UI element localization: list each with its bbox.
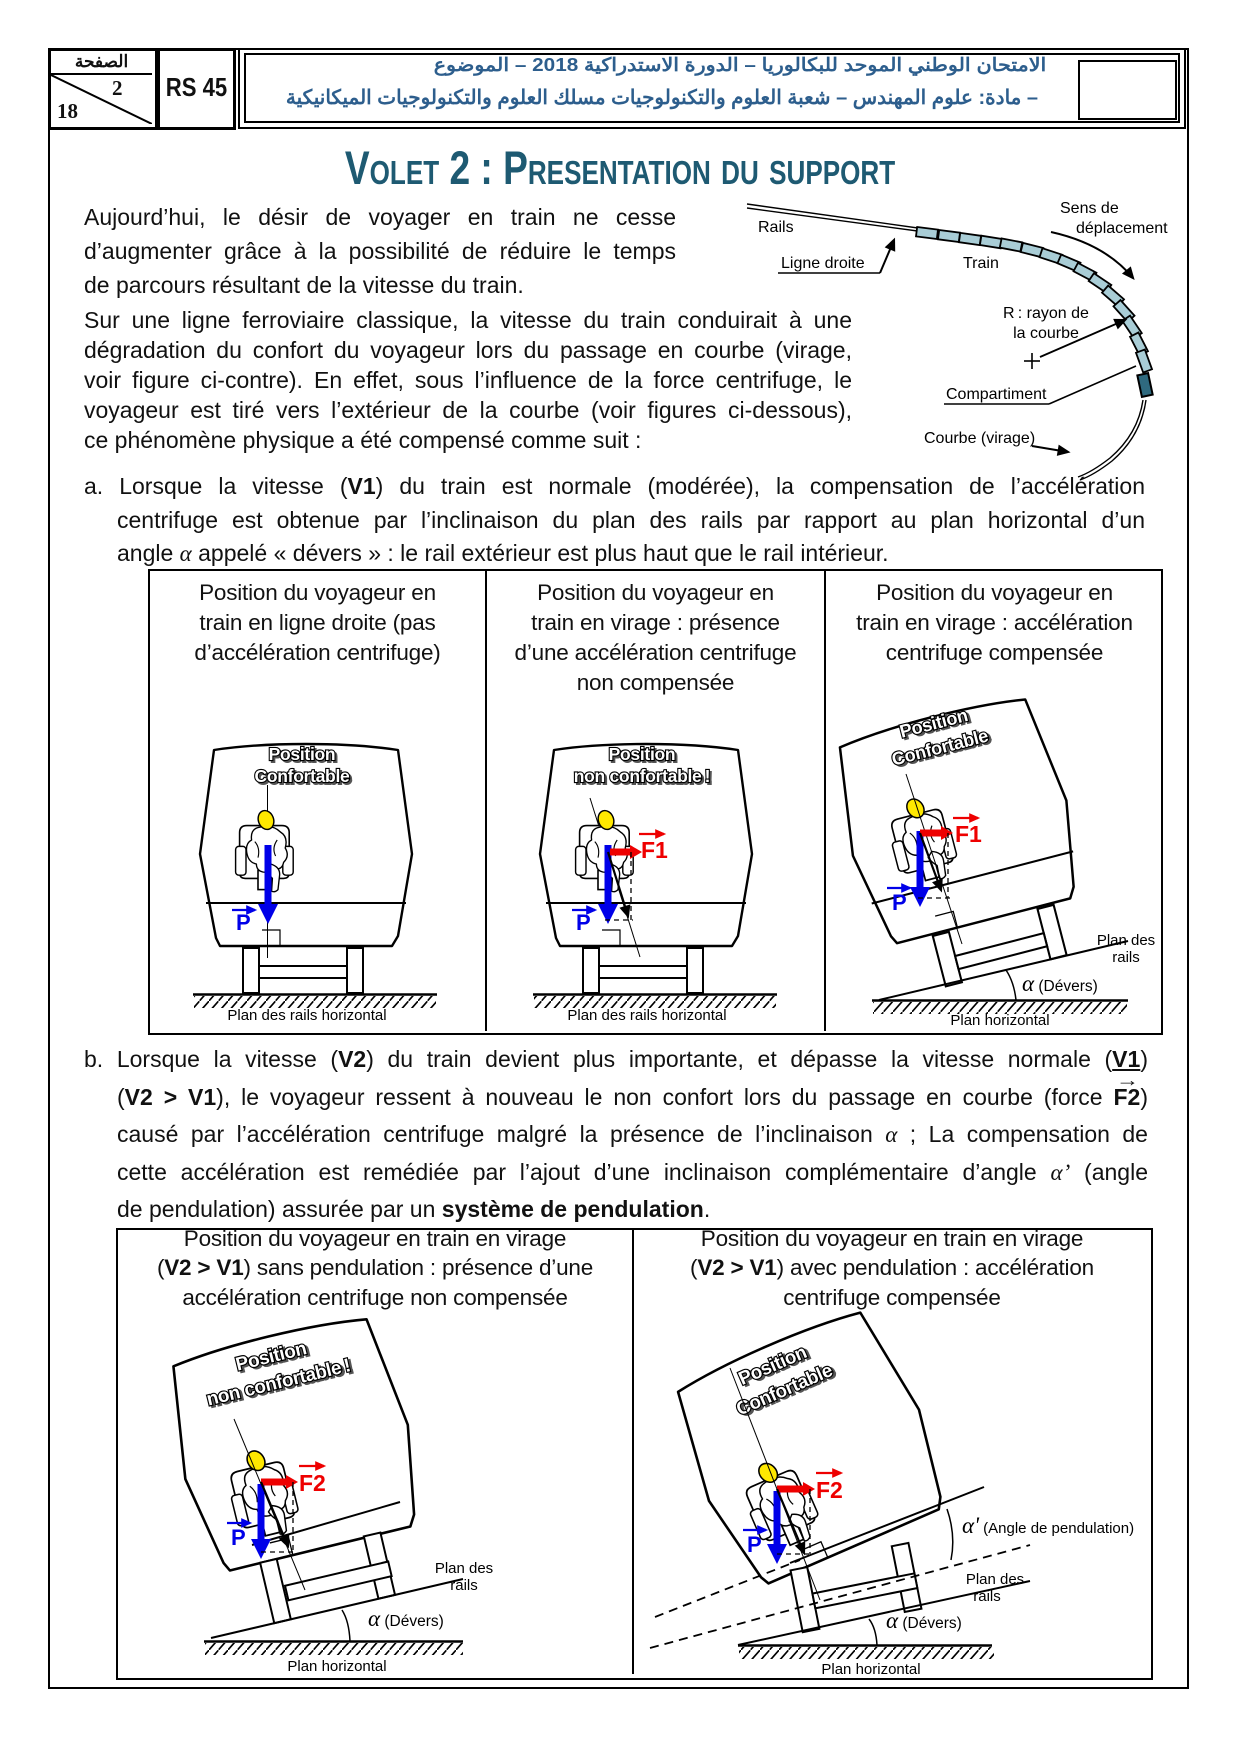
svg-text:la courbe: la courbe	[1013, 325, 1079, 342]
svg-text:Plan des rails horizontal: Plan des rails horizontal	[227, 1007, 386, 1024]
svg-text:F2: F2	[816, 1477, 843, 1503]
svg-text:Train: Train	[963, 255, 999, 272]
svg-text:rails: rails	[450, 1577, 478, 1594]
svg-text:α (Dévers): α (Dévers)	[368, 1606, 444, 1631]
svg-text:Plan horizontal: Plan horizontal	[821, 1661, 920, 1678]
svg-text:α' (Angle de pendulation): α' (Angle de pendulation)	[962, 1513, 1134, 1538]
svg-text:R : rayon de: R : rayon de	[1003, 305, 1089, 322]
svg-text:Position: Position	[271, 746, 338, 766]
svg-text:Plan des rails horizontal: Plan des rails horizontal	[567, 1007, 726, 1024]
svg-text:Plan des: Plan des	[435, 1560, 493, 1577]
svg-text:Confortable: Confortable	[257, 768, 352, 788]
svg-text:Sens de: Sens de	[1060, 200, 1119, 217]
svg-text:Rails: Rails	[758, 219, 794, 236]
svg-text:rails: rails	[973, 1588, 1001, 1605]
svg-text:rails: rails	[1112, 949, 1140, 966]
svg-text:Position: Position	[611, 746, 678, 766]
svg-text:Position: Position	[609, 744, 676, 764]
svg-text:α (Dévers): α (Dévers)	[1022, 971, 1098, 996]
svg-text:Ligne droite: Ligne droite	[781, 255, 865, 272]
svg-text:F2: F2	[299, 1470, 326, 1496]
svg-text:F1: F1	[641, 837, 668, 863]
svg-text:F1: F1	[955, 821, 982, 847]
svg-text:non confortable !: non confortable !	[576, 768, 712, 788]
svg-text:Courbe (virage): Courbe (virage)	[924, 430, 1035, 447]
svg-text:non confortable !: non confortable !	[574, 766, 710, 786]
svg-text:Plan des: Plan des	[1097, 932, 1155, 949]
svg-text:Plan horizontal: Plan horizontal	[950, 1012, 1049, 1029]
svg-text:Plan des: Plan des	[966, 1571, 1024, 1588]
svg-text:Compartiment: Compartiment	[946, 386, 1047, 403]
svg-text:déplacement: déplacement	[1076, 220, 1168, 237]
svg-text:Plan horizontal: Plan horizontal	[287, 1658, 386, 1675]
svg-text:P: P	[576, 910, 591, 935]
svg-text:P: P	[747, 1532, 762, 1557]
svg-text:α (Dévers): α (Dévers)	[886, 1608, 962, 1633]
svg-text:P: P	[236, 910, 251, 935]
svg-text:Position: Position	[269, 744, 336, 764]
svg-text:P: P	[231, 1525, 246, 1550]
svg-text:Confortable: Confortable	[255, 766, 350, 786]
svg-text:P: P	[892, 890, 907, 915]
